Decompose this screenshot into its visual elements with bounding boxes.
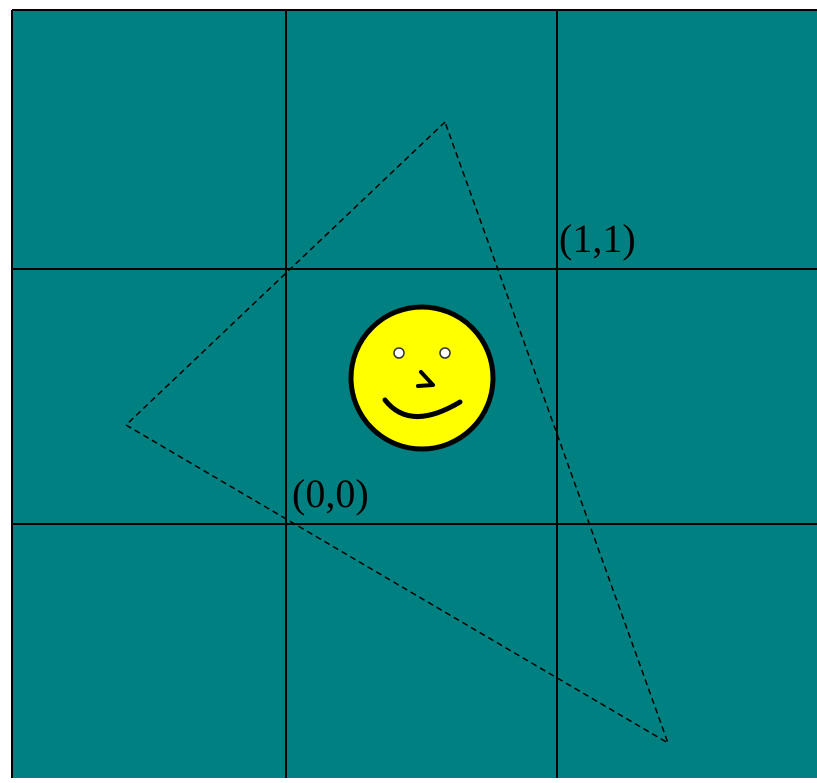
label-unit-corner: (1,1) [559, 216, 636, 261]
smiley-face-outline [348, 304, 496, 452]
dashed-triangle [124, 120, 670, 745]
grid-lines [11, 9, 817, 778]
smiley-left-eye [393, 347, 405, 359]
smiley-nose [416, 370, 435, 388]
smiley-mouth [382, 397, 463, 419]
smiley-face [348, 304, 496, 452]
smiley-right-eye [439, 347, 451, 359]
label-origin: (0,0) [292, 471, 369, 516]
